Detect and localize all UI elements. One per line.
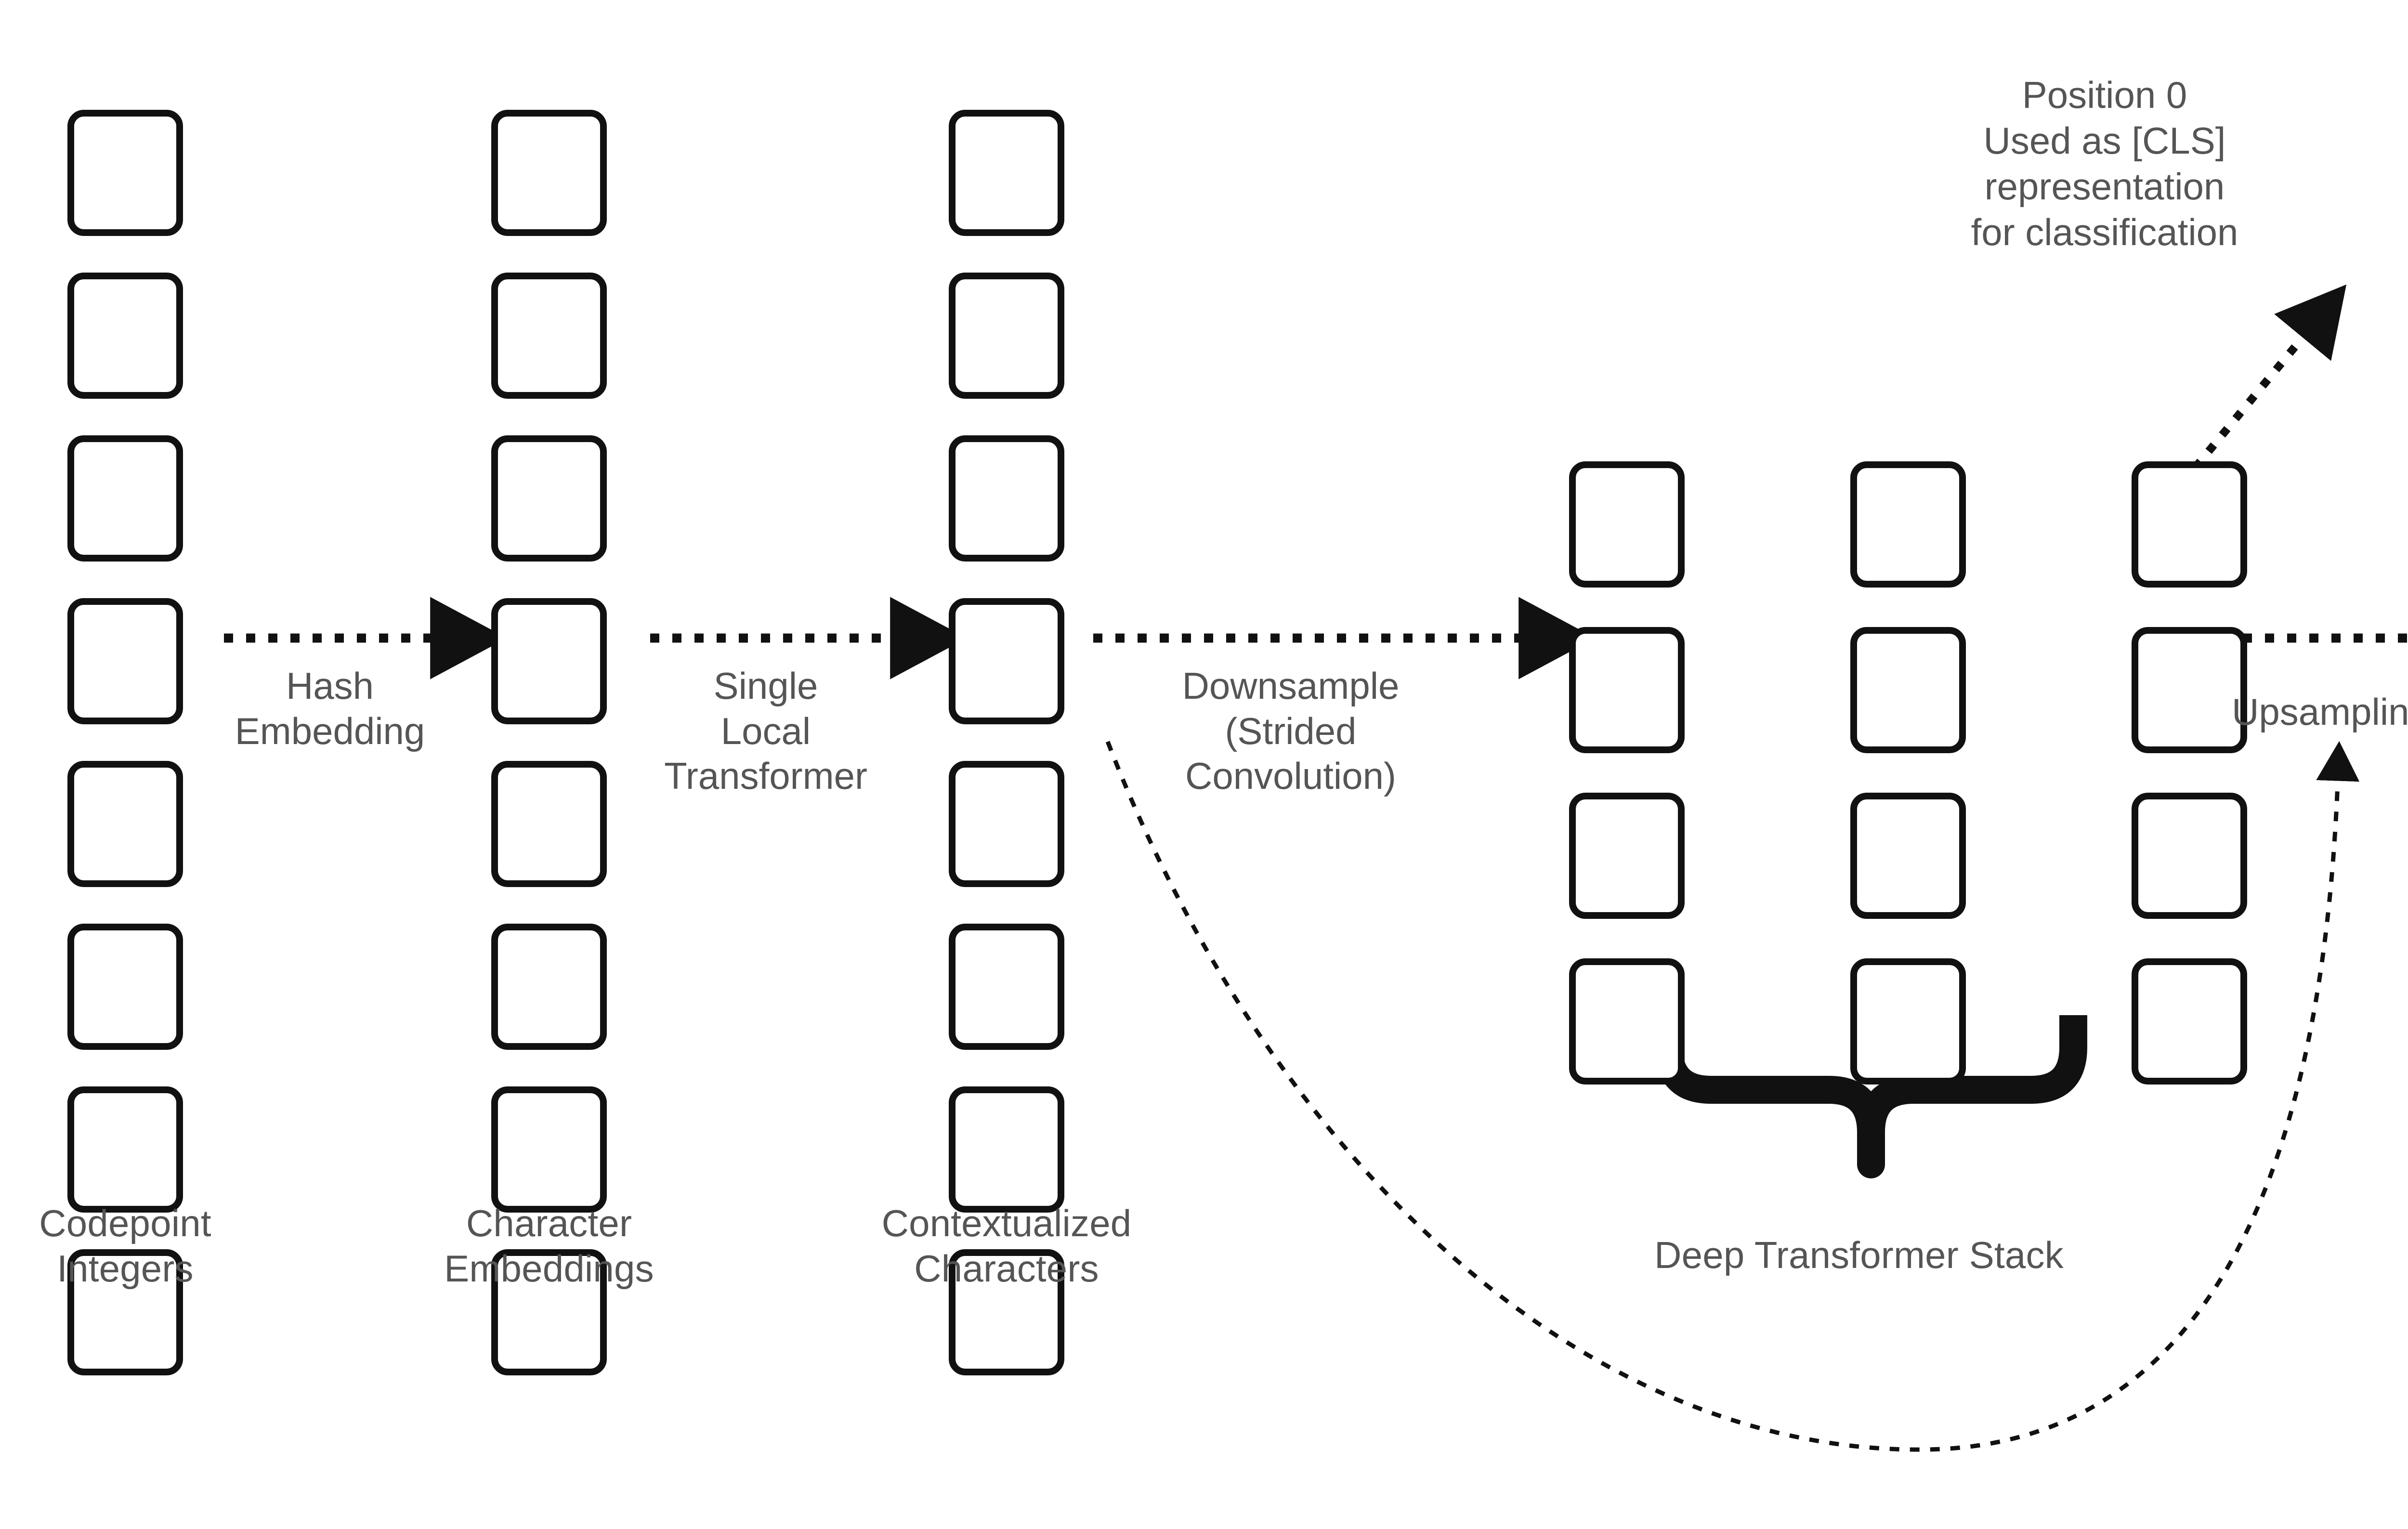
cell-contextualized-characters-2	[949, 435, 1064, 562]
column-caption-character-embeddings: Character Embeddings	[444, 1202, 654, 1290]
cell-deep-transformer-stack-r3c0	[1569, 958, 1685, 1085]
arrow-cls-pointer	[2178, 284, 2347, 487]
cell-codepoint-integers-0	[67, 110, 183, 236]
cell-contextualized-characters-1	[949, 273, 1064, 399]
cell-contextualized-characters-4	[949, 761, 1064, 887]
cell-codepoint-integers-3	[67, 598, 183, 724]
deep-stack-brace	[1655, 1015, 2087, 1178]
cell-deep-transformer-stack-r2c1	[1850, 793, 1966, 919]
cell-character-embeddings-2	[491, 435, 607, 562]
annotation-cls-annotation: Position 0 Used as [CLS] representation …	[1971, 74, 2238, 254]
cell-deep-transformer-stack-r3c1	[1850, 958, 1966, 1085]
cell-character-embeddings-1	[491, 273, 607, 399]
cell-deep-transformer-stack-r0c2	[2132, 461, 2247, 588]
edge-label-upsampling: Upsampling	[2232, 691, 2408, 733]
edge-label-hash-embedding: Hash Embedding	[235, 665, 425, 752]
cell-deep-transformer-stack-r0c1	[1850, 461, 1966, 588]
cell-codepoint-integers-2	[67, 435, 183, 562]
column-caption-concatenated-representations: Concatenated Representations	[2389, 1209, 2408, 1299]
cell-deep-transformer-stack-r1c0	[1569, 627, 1685, 753]
column-caption-contextualized-characters: Contextualized Characters	[881, 1202, 1132, 1290]
cell-contextualized-characters-7	[949, 1249, 1064, 1375]
cell-character-embeddings-7	[491, 1249, 607, 1375]
cell-contextualized-characters-6	[949, 1086, 1064, 1213]
edge-label-downsample: Downsample (Strided Convolution)	[1182, 665, 1400, 797]
cell-character-embeddings-4	[491, 761, 607, 887]
edge-label-single-local-transformer: Single Local Transformer	[664, 665, 867, 797]
cell-character-embeddings-0	[491, 110, 607, 236]
cell-codepoint-integers-1	[67, 273, 183, 399]
arrow-residual-skip	[1105, 741, 2360, 1452]
cell-character-embeddings-5	[491, 924, 607, 1050]
cell-codepoint-integers-6	[67, 1086, 183, 1213]
cell-contextualized-characters-3	[949, 598, 1064, 724]
cell-deep-transformer-stack-r1c1	[1850, 627, 1966, 753]
cell-codepoint-integers-7	[67, 1249, 183, 1375]
cell-deep-transformer-stack-r1c2	[2132, 627, 2247, 753]
cell-contextualized-characters-5	[949, 924, 1064, 1050]
cell-codepoint-integers-4	[67, 761, 183, 887]
cell-deep-transformer-stack-r3c2	[2132, 958, 2247, 1085]
cell-character-embeddings-6	[491, 1086, 607, 1213]
cell-deep-transformer-stack-r2c0	[1569, 793, 1685, 919]
cell-deep-transformer-stack-r2c2	[2132, 793, 2247, 919]
cell-character-embeddings-3	[491, 598, 607, 724]
cell-contextualized-characters-0	[949, 110, 1064, 236]
cell-codepoint-integers-5	[67, 924, 183, 1050]
column-caption-codepoint-integers: Codepoint Integers	[39, 1202, 211, 1290]
column-caption-deep-transformer-stack: Deep Transformer Stack	[1654, 1234, 2064, 1276]
cell-deep-transformer-stack-r0c0	[1569, 461, 1685, 588]
